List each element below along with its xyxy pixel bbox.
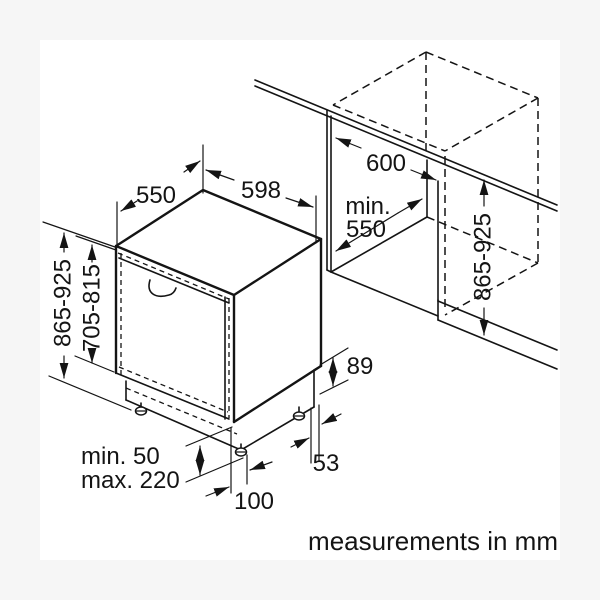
side-cabinet-walls (326, 109, 558, 370)
dim-label-plinth-cover-height: 89 (347, 353, 374, 380)
dim-label-appliance-height: 865-925 (50, 259, 77, 347)
dim-label-plinth-gap-min: min. 50 (81, 443, 160, 470)
dim-label-rear-foot-setback: 53 (313, 450, 340, 477)
base-plinth (125, 365, 322, 451)
measurements-note: measurements in mm (308, 526, 558, 556)
dim-label-niche-depth-value: 550 (346, 216, 386, 243)
dim-label-door-panel-height: 705-815 (79, 264, 106, 352)
niche-dashed-box (332, 51, 539, 316)
dimension-annotations: 550 598 600 min. 550 865-925 705-815 (42, 137, 497, 515)
dim-label-niche-depth-word: min. (345, 193, 390, 220)
dim-label-niche-height: 865-925 (470, 213, 497, 301)
dim-label-front-foot-setback: 100 (234, 488, 274, 515)
dishwasher-body (114, 188, 323, 457)
door-handle-curve (148, 279, 177, 297)
countertop (254, 79, 558, 212)
door-panel (115, 252, 230, 420)
dim-label-appliance-width: 598 (241, 177, 281, 204)
dim-label-niche-width: 600 (366, 150, 406, 177)
dim-label-plinth-gap-max: max. 220 (81, 467, 180, 494)
adjustable-feet (134, 402, 306, 457)
dim-label-appliance-depth: 550 (136, 182, 176, 209)
drawing-panel (40, 40, 560, 560)
